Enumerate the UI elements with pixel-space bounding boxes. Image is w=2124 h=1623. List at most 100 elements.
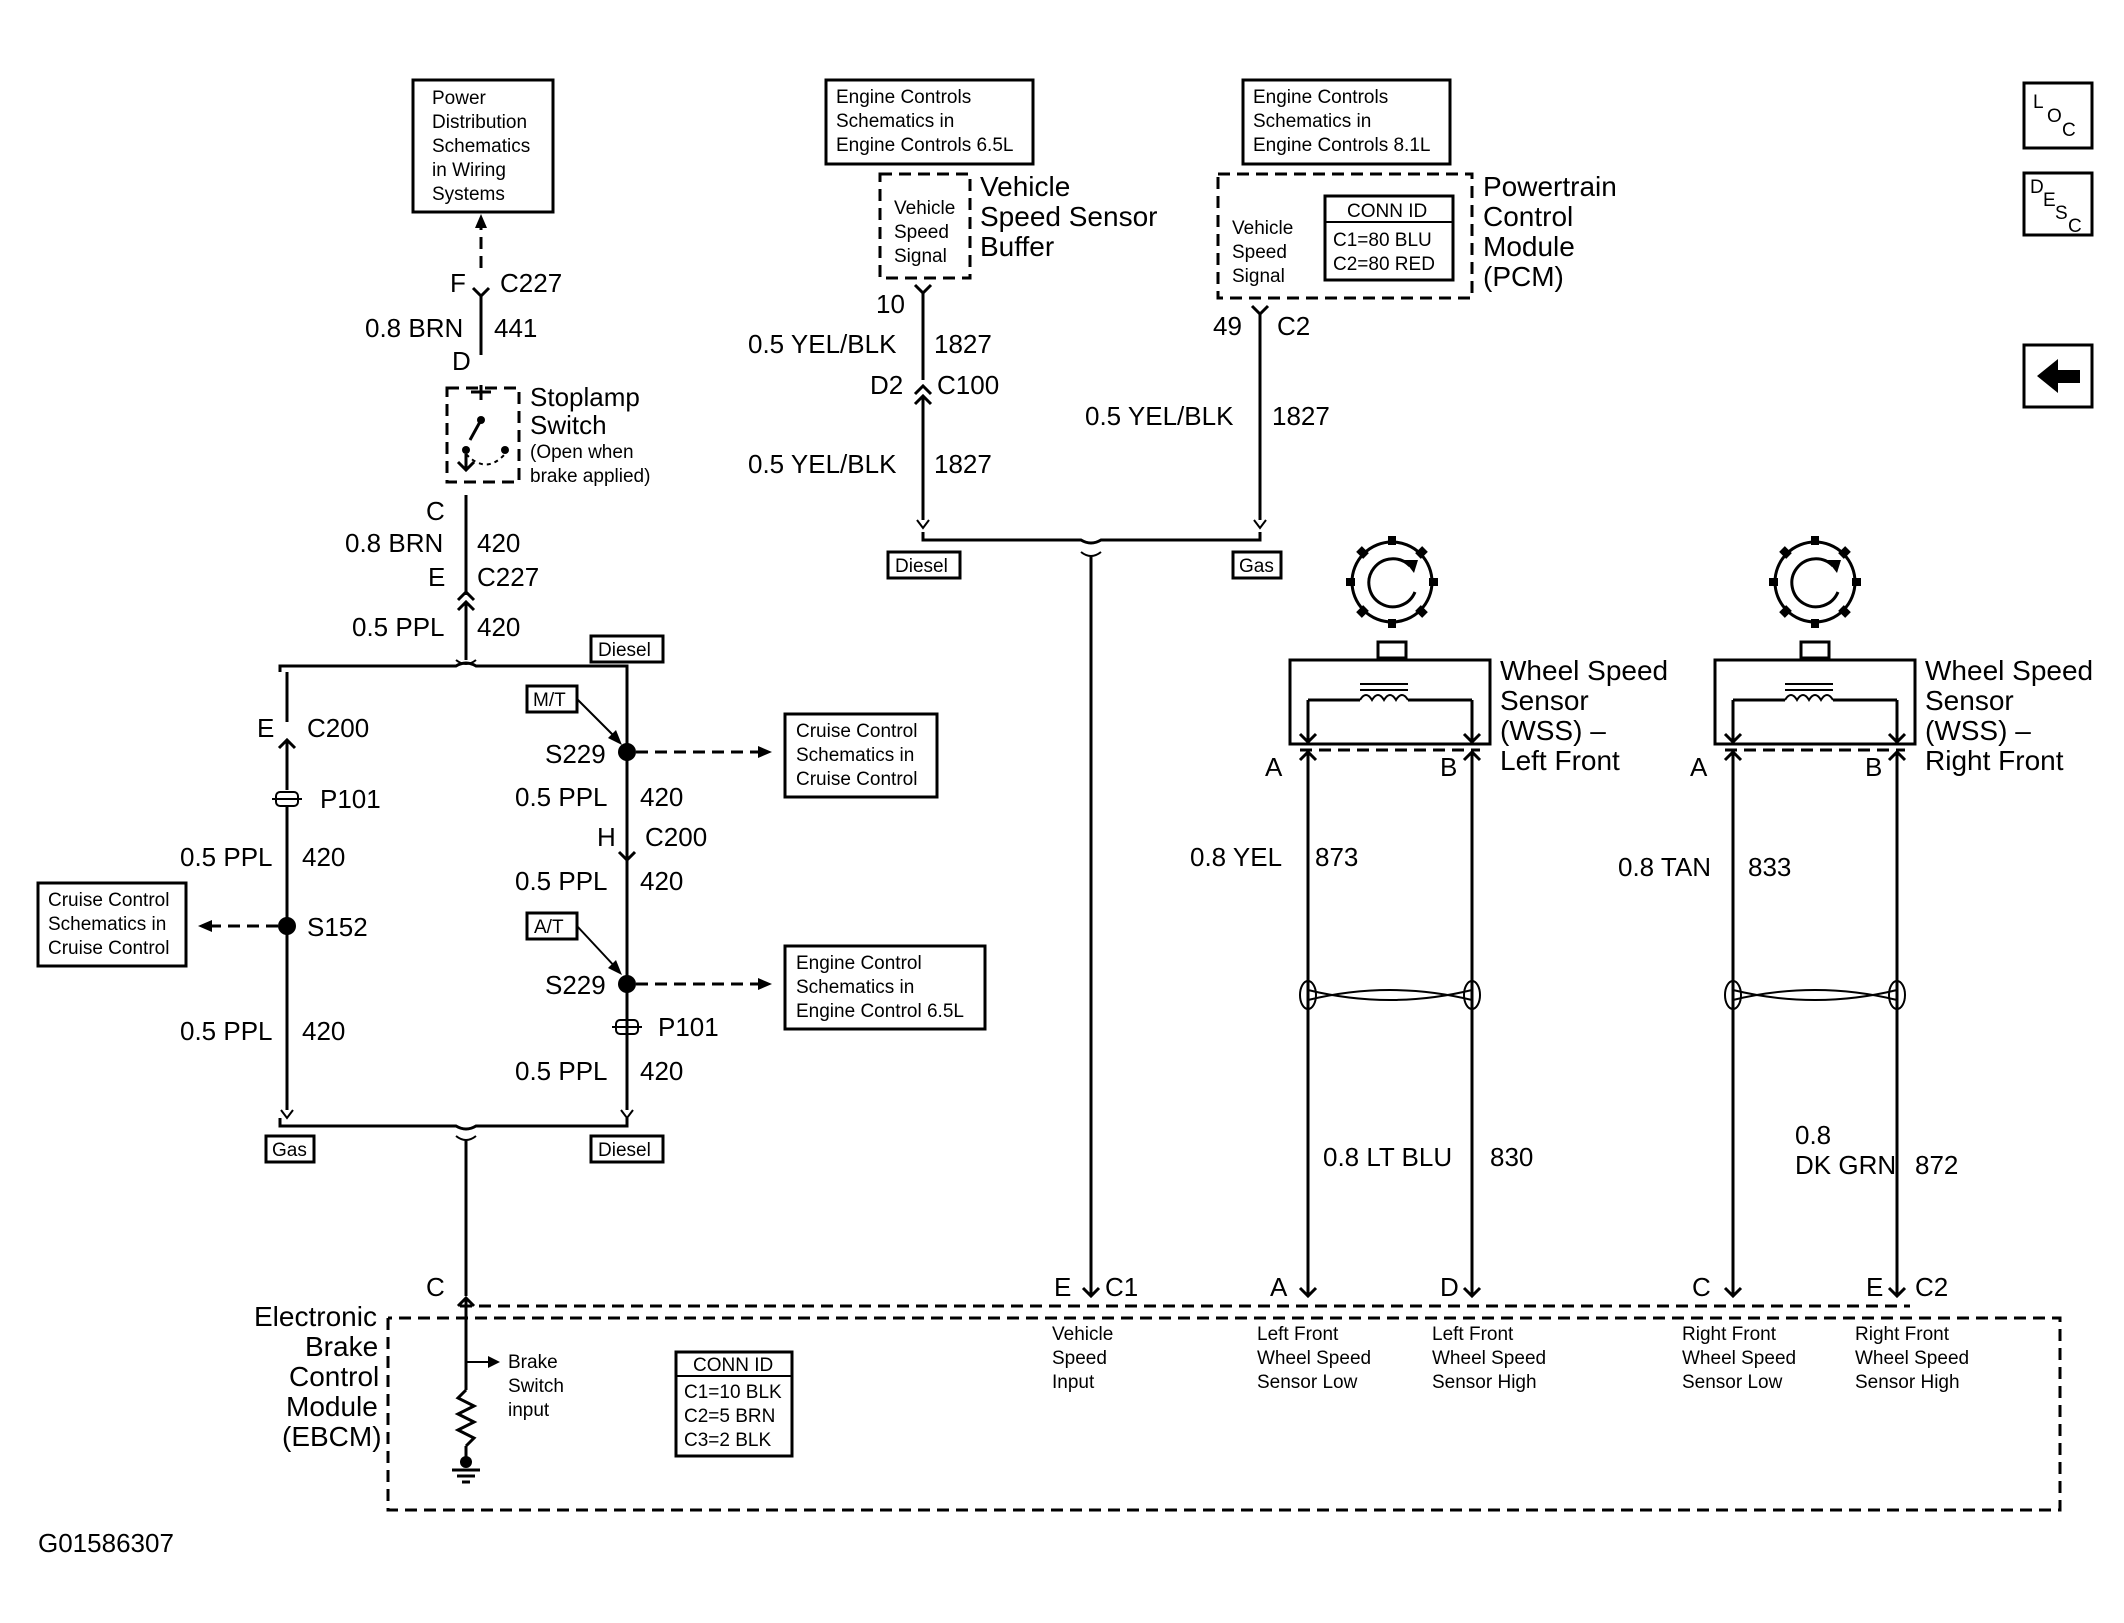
svg-text:C200: C200 bbox=[645, 822, 707, 852]
svg-text:Wheel Speed: Wheel Speed bbox=[1855, 1348, 1969, 1369]
svg-text:Schematics in: Schematics in bbox=[796, 745, 914, 766]
tone-wheel-icon bbox=[1346, 536, 1438, 628]
svg-text:H: H bbox=[597, 822, 616, 852]
svg-text:420: 420 bbox=[477, 612, 520, 642]
svg-text:Engine Control 6.5L: Engine Control 6.5L bbox=[796, 1001, 964, 1022]
svg-text:Sensor Low: Sensor Low bbox=[1257, 1372, 1358, 1393]
ebcm-conn-id bbox=[674, 1350, 794, 1458]
svg-text:Gas: Gas bbox=[272, 1140, 307, 1161]
svg-text:0.8 BRN: 0.8 BRN bbox=[345, 528, 443, 558]
svg-text:Engine Control: Engine Control bbox=[796, 953, 922, 974]
svg-text:873: 873 bbox=[1315, 842, 1358, 872]
svg-text:833: 833 bbox=[1748, 852, 1791, 882]
svg-text:E: E bbox=[2043, 190, 2056, 211]
svg-text:Speed: Speed bbox=[894, 222, 949, 243]
pcm-conn-id bbox=[1323, 194, 1455, 282]
vss-buffer: Vehicle Speed Signal Vehicle Speed Senso… bbox=[748, 171, 1157, 530]
cruise-control-ref-left[interactable]: Cruise Control Schematics in Cruise Cont… bbox=[36, 881, 188, 968]
svg-text:Brake: Brake bbox=[508, 1352, 558, 1373]
ebcm: Electronic Brake Control Module (EBCM) C… bbox=[254, 1272, 2062, 1512]
loc-button[interactable]: L O C bbox=[2022, 81, 2094, 150]
svg-text:L: L bbox=[2033, 92, 2044, 113]
svg-text:Wheel Speed: Wheel Speed bbox=[1682, 1348, 1796, 1369]
power-distribution-ref[interactable]: Power Distribution Schematics in Wiring … bbox=[411, 78, 555, 214]
cruise-control-ref-right[interactable]: Cruise Control Schematics in Cruise Cont… bbox=[783, 712, 939, 799]
desc-button[interactable]: D E S C bbox=[2022, 171, 2094, 237]
svg-text:(EBCM): (EBCM) bbox=[282, 1421, 382, 1452]
left-arrow-icon bbox=[2037, 359, 2080, 393]
svg-text:Schematics in: Schematics in bbox=[1253, 111, 1371, 132]
svg-text:Left Front: Left Front bbox=[1432, 1324, 1514, 1345]
engine-control-65-ref[interactable]: Engine Control Schematics in Engine Cont… bbox=[783, 944, 987, 1031]
s229-splice-at bbox=[618, 975, 636, 993]
wss-rf-box bbox=[1713, 658, 1917, 746]
gas-tag-bottom bbox=[264, 1134, 316, 1164]
gas-tag-vss bbox=[1231, 550, 1283, 580]
svg-text:S: S bbox=[2055, 203, 2068, 224]
svg-text:Schematics in: Schematics in bbox=[48, 914, 166, 935]
svg-text:Control: Control bbox=[1483, 201, 1573, 232]
svg-text:C2: C2 bbox=[1277, 311, 1310, 341]
svg-text:Sensor High: Sensor High bbox=[1855, 1372, 1960, 1393]
svg-text:E: E bbox=[1866, 1272, 1883, 1302]
svg-text:0.5 PPL: 0.5 PPL bbox=[180, 1016, 273, 1046]
figure-id: G01586307 bbox=[38, 1528, 174, 1558]
svg-text:A/T: A/T bbox=[534, 917, 564, 938]
wss-left-front: Wheel Speed Sensor (WSS) – Left Front A … bbox=[1190, 536, 1668, 1296]
svg-text:Sensor High: Sensor High bbox=[1432, 1372, 1537, 1393]
svg-text:E: E bbox=[1054, 1272, 1071, 1302]
svg-text:C2=80 RED: C2=80 RED bbox=[1333, 254, 1435, 275]
diesel-tag-bottom bbox=[589, 1134, 665, 1164]
svg-text:Speed: Speed bbox=[1052, 1348, 1107, 1369]
left-branch-gas: E C200 P101 0.5 PPL 420 S152 0.5 PPL 420 bbox=[180, 672, 381, 1120]
svg-text:C2=5 BRN: C2=5 BRN bbox=[684, 1406, 775, 1427]
svg-text:F: F bbox=[450, 268, 466, 298]
svg-text:P101: P101 bbox=[658, 1012, 719, 1042]
svg-text:0.5 PPL: 0.5 PPL bbox=[515, 866, 608, 896]
svg-text:420: 420 bbox=[302, 842, 345, 872]
svg-text:C200: C200 bbox=[307, 713, 369, 743]
svg-text:S152: S152 bbox=[307, 912, 368, 942]
svg-text:Engine Controls 8.1L: Engine Controls 8.1L bbox=[1253, 135, 1430, 156]
svg-text:E: E bbox=[257, 713, 274, 743]
svg-text:C100: C100 bbox=[937, 370, 999, 400]
stoplamp-switch-box bbox=[445, 386, 521, 484]
svg-text:Control: Control bbox=[289, 1361, 379, 1392]
svg-text:Speed Sensor: Speed Sensor bbox=[980, 201, 1157, 232]
svg-text:C: C bbox=[426, 496, 445, 526]
svg-text:0.8: 0.8 bbox=[1795, 1120, 1831, 1150]
svg-text:Cruise Control: Cruise Control bbox=[796, 769, 917, 790]
svg-text:Vehicle: Vehicle bbox=[1052, 1324, 1113, 1345]
svg-text:C1: C1 bbox=[1105, 1272, 1138, 1302]
svg-text:O: O bbox=[2047, 106, 2062, 127]
svg-text:0.5 YEL/BLK: 0.5 YEL/BLK bbox=[748, 329, 897, 359]
svg-text:Engine Controls: Engine Controls bbox=[1253, 87, 1388, 108]
svg-text:P101: P101 bbox=[320, 784, 381, 814]
engine-controls-65-ref[interactable]: Engine Controls Schematics in Engine Con… bbox=[824, 78, 1035, 166]
svg-text:Schematics in: Schematics in bbox=[796, 977, 914, 998]
svg-text:Stoplamp: Stoplamp bbox=[530, 382, 640, 412]
right-branch-diesel: M/T S229 0.5 PPL 420 H C200 0.5 PPL 420 … bbox=[515, 672, 772, 1120]
vss-buffer-box bbox=[878, 172, 972, 280]
upper-option-bus: Diesel bbox=[278, 634, 665, 672]
wss-right-front: Wheel Speed Sensor (WSS) – Right Front A… bbox=[1618, 536, 2093, 1296]
svg-text:0.8 TAN: 0.8 TAN bbox=[1618, 852, 1711, 882]
svg-text:0.5 YEL/BLK: 0.5 YEL/BLK bbox=[748, 449, 897, 479]
s152-splice bbox=[278, 917, 296, 935]
svg-text:Left Front: Left Front bbox=[1257, 1324, 1339, 1345]
svg-text:Module: Module bbox=[1483, 231, 1575, 262]
svg-text:Module: Module bbox=[286, 1391, 378, 1422]
engine-controls-81-ref[interactable]: Engine Controls Schematics in Engine Con… bbox=[1241, 78, 1452, 166]
svg-text:Right Front: Right Front bbox=[1925, 745, 2064, 776]
svg-text:DK GRN: DK GRN bbox=[1795, 1150, 1896, 1180]
svg-text:C: C bbox=[2062, 120, 2076, 141]
svg-text:Electronic: Electronic bbox=[254, 1301, 377, 1332]
svg-text:1827: 1827 bbox=[934, 449, 992, 479]
svg-text:0.5 PPL: 0.5 PPL bbox=[515, 782, 608, 812]
svg-text:Diesel: Diesel bbox=[598, 1140, 651, 1161]
svg-text:Vehicle: Vehicle bbox=[894, 198, 955, 219]
svg-text:D2: D2 bbox=[870, 370, 903, 400]
vss-option-bus: Diesel Gas bbox=[886, 532, 1283, 1296]
back-button[interactable] bbox=[2022, 343, 2094, 409]
